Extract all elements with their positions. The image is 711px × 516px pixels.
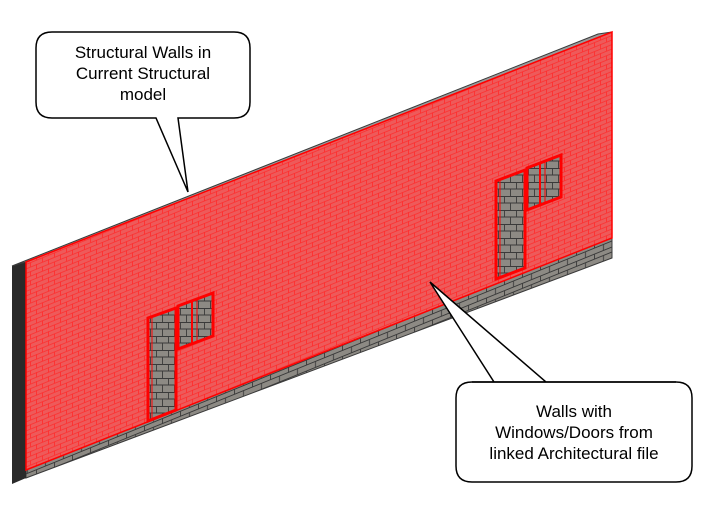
callout-architectural-line-2: Windows/Doors from xyxy=(495,423,653,442)
callout-structural-text: Structural Walls in Current Structural m… xyxy=(36,42,250,105)
callout-architectural-line-3: linked Architectural file xyxy=(489,444,659,463)
callout-architectural-text: Walls with Windows/Doors from linked Arc… xyxy=(456,401,692,464)
callout-structural-line-3: model xyxy=(119,85,167,104)
window-opening-left xyxy=(176,290,215,352)
door-opening-left xyxy=(146,305,178,424)
callout-structural-bubble xyxy=(35,31,251,193)
wall-end-face xyxy=(12,262,26,484)
window-opening-right xyxy=(525,152,563,213)
callout-architectural-line-1: Walls with xyxy=(536,402,612,421)
callout-structural-line-1: Structural Walls in xyxy=(74,43,212,62)
callout-structural-line-2: Current Structural xyxy=(75,64,211,83)
door-opening-right xyxy=(494,167,527,282)
